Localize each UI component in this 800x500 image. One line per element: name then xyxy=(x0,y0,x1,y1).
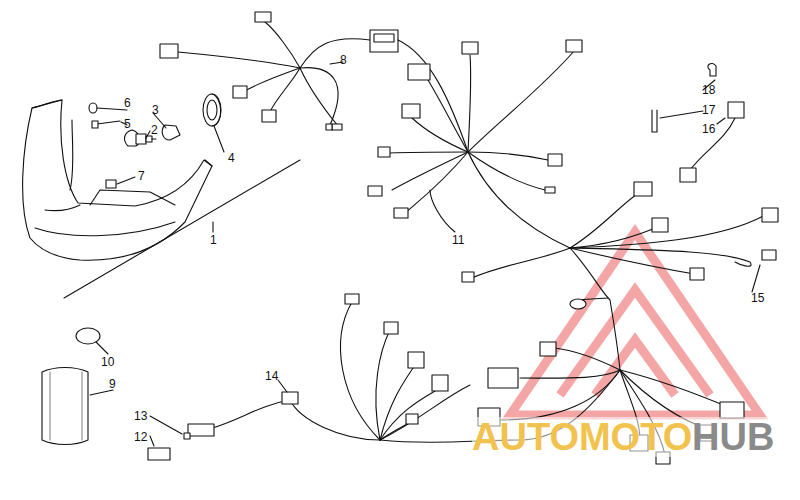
callout-number: 8 xyxy=(340,54,347,67)
callout-number: 16 xyxy=(702,123,715,136)
callout-number: 6 xyxy=(124,97,131,110)
callout-number: 3 xyxy=(152,104,159,117)
callout-number: 2 xyxy=(151,124,158,137)
watermark-logo xyxy=(510,232,760,415)
callout-number: 9 xyxy=(109,378,116,391)
callout-number: 11 xyxy=(452,234,464,247)
callout-number: 17 xyxy=(702,104,715,117)
callout-number: 15 xyxy=(751,292,764,305)
watermark-text: AUTOMOTO xyxy=(472,417,692,457)
callout-number: 7 xyxy=(138,170,145,183)
callout-number: 10 xyxy=(101,356,114,369)
callout-number: 1 xyxy=(210,234,217,247)
callout-number: 4 xyxy=(228,152,235,165)
watermark-text: HUB xyxy=(692,417,774,457)
callout-number: 14 xyxy=(265,370,278,383)
callout-number: 18 xyxy=(702,84,715,97)
callout-number: 5 xyxy=(124,118,131,131)
callout-number: 12 xyxy=(134,431,147,444)
callout-number: 13 xyxy=(134,410,147,423)
